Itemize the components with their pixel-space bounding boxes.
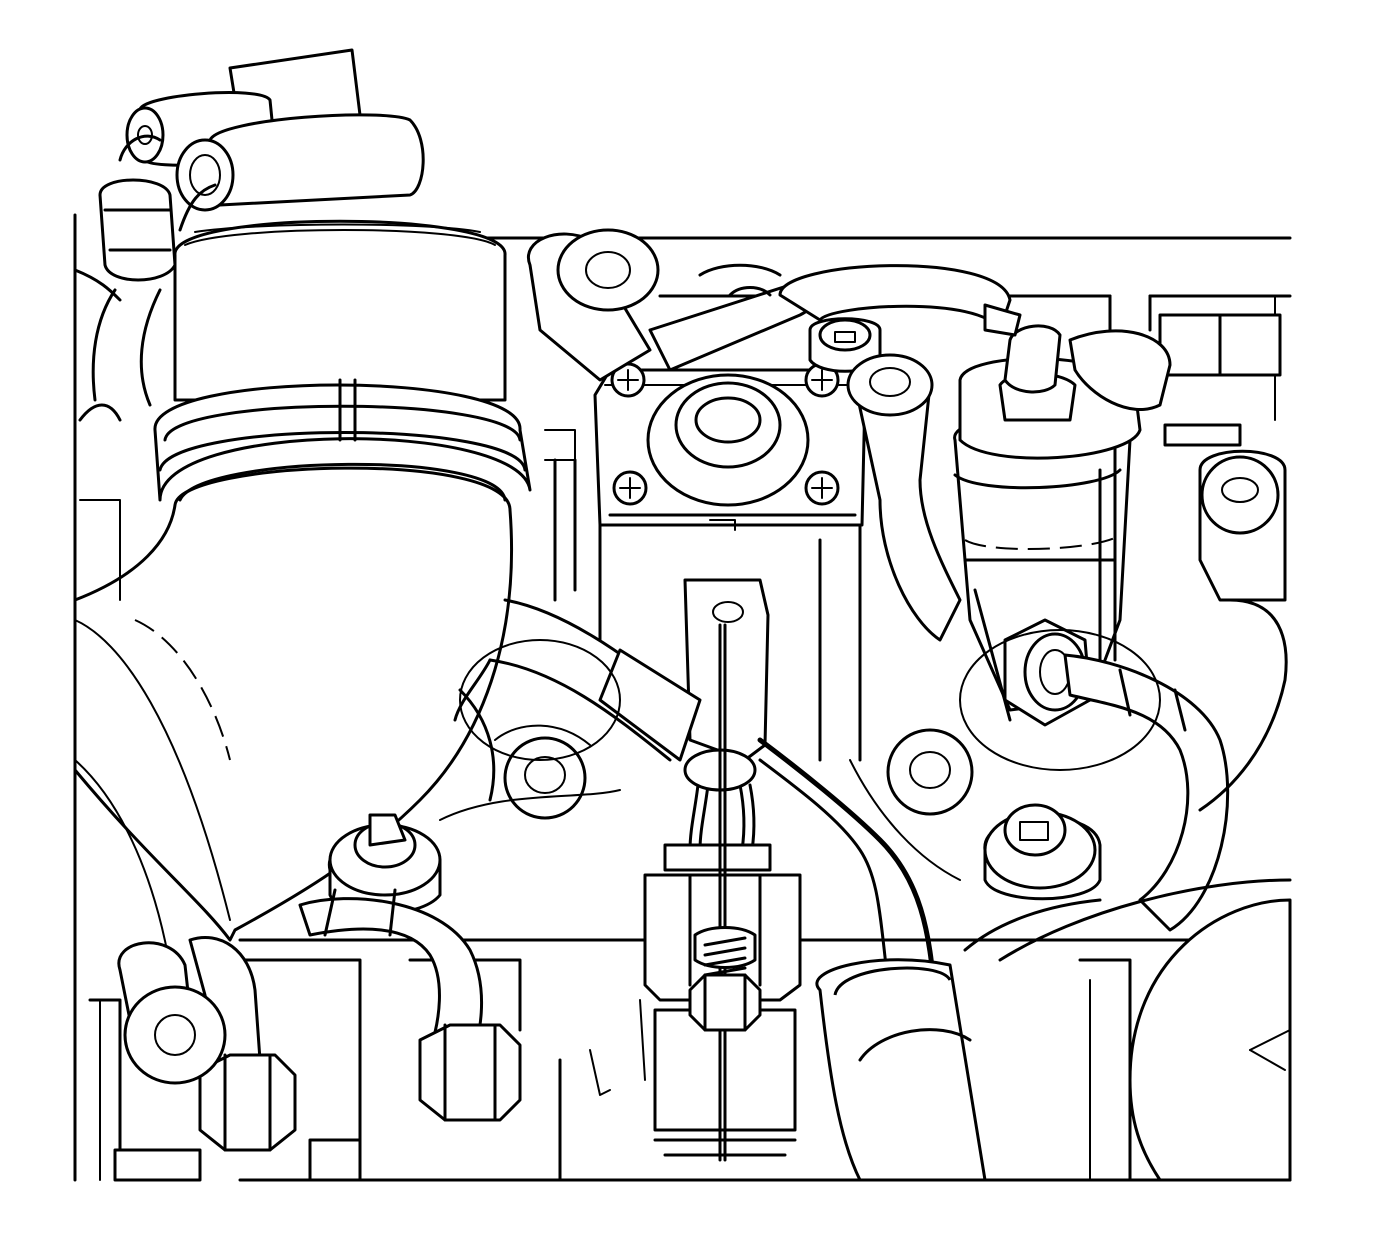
main-harness [757,737,987,1182]
intake-air-duct [73,219,532,1001]
misc-left-details [78,403,577,602]
block-bosses [439,639,974,881]
right-bottom-cover [963,878,1292,1182]
pointer-line [718,623,727,1162]
upper-hoses [526,228,1012,642]
actuator-assembly-right [953,303,1288,932]
bolt-with-spring [688,926,762,1032]
throttle-module [593,317,882,762]
fuel-lines-bottom [88,888,522,1182]
electrical-connectors-top-left [73,48,425,407]
head-bolt-right [983,803,1102,901]
sensor-lead [663,748,772,872]
head-bolt-left [328,813,442,916]
